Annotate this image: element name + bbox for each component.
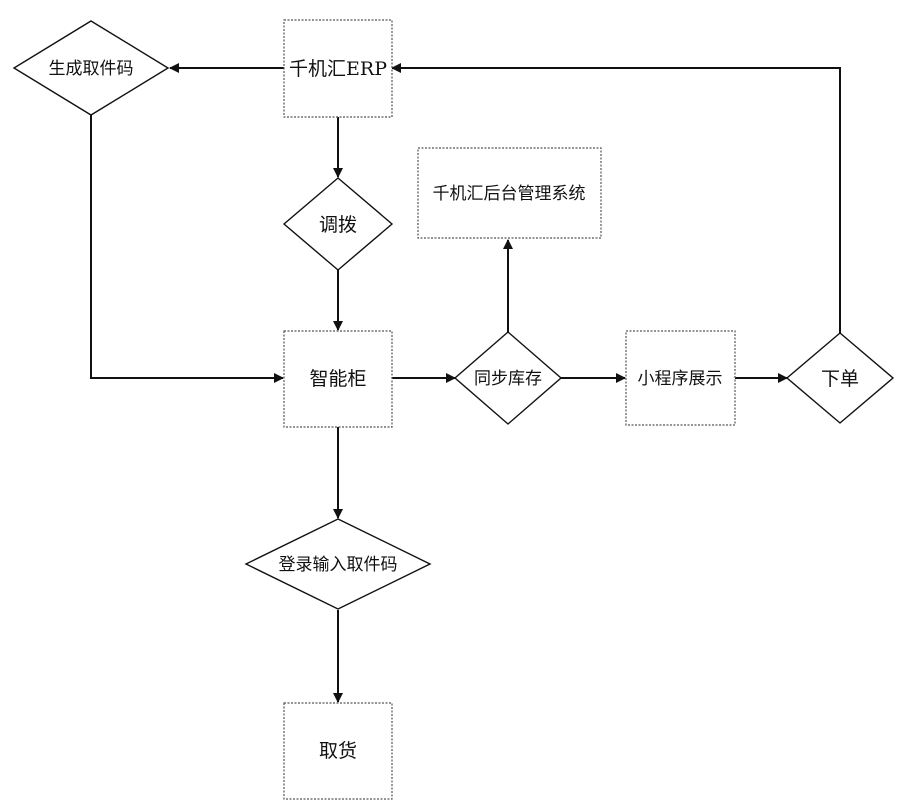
node-backend: 千机汇后台管理系统 bbox=[418, 148, 601, 238]
node-backend-label: 千机汇后台管理系统 bbox=[433, 184, 586, 204]
node-place-order: 下单 bbox=[787, 333, 893, 423]
node-pickup: 取货 bbox=[284, 703, 392, 799]
node-sync-stock-label: 同步库存 bbox=[474, 369, 542, 389]
node-place-order-label: 下单 bbox=[821, 368, 859, 390]
node-mini-program: 小程序展示 bbox=[626, 331, 735, 425]
arrow-generate-code-to-cabinet bbox=[91, 115, 283, 378]
node-login-input-label: 登录输入取件码 bbox=[279, 555, 398, 575]
node-allocate: 调拨 bbox=[284, 178, 392, 270]
node-sync-stock: 同步库存 bbox=[455, 332, 561, 424]
node-mini-program-label: 小程序展示 bbox=[638, 369, 723, 389]
node-erp-label: 千机汇ERP bbox=[289, 58, 387, 80]
node-login-input: 登录输入取件码 bbox=[246, 519, 430, 609]
node-generate-code-label: 生成取件码 bbox=[49, 59, 134, 79]
node-generate-code: 生成取件码 bbox=[14, 21, 168, 115]
node-pickup-label: 取货 bbox=[319, 740, 357, 762]
node-smart-cabinet-label: 智能柜 bbox=[309, 368, 366, 390]
node-allocate-label: 调拨 bbox=[319, 214, 357, 236]
node-erp: 千机汇ERP bbox=[284, 20, 392, 117]
node-smart-cabinet: 智能柜 bbox=[284, 331, 392, 427]
